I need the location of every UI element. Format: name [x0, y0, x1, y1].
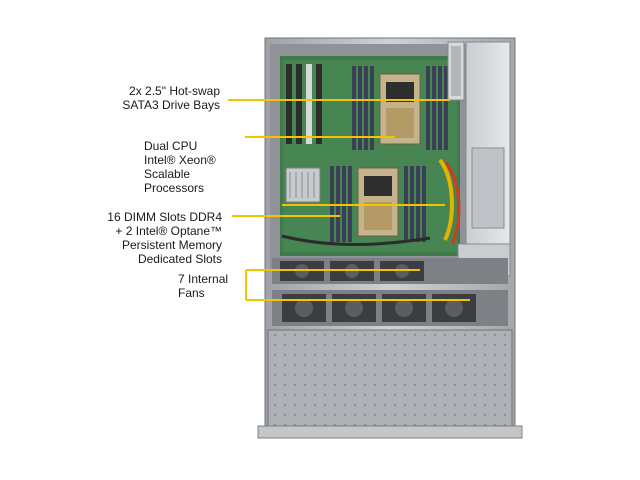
callout-dimm-slots: 16 DIMM Slots DDR4 + 2 Intel® Optane™ Pe… — [107, 210, 222, 266]
callout-drive-bays: 2x 2.5" Hot-swap SATA3 Drive Bays — [122, 84, 220, 112]
power-supply — [457, 41, 511, 277]
dimm-bank-1 — [352, 66, 448, 150]
callout-fans: 7 Internal Fans — [178, 272, 229, 300]
fan-row-lower — [272, 290, 508, 326]
front-drive-cage — [257, 329, 523, 439]
drive-bays — [447, 41, 465, 101]
callout-bracket-fans — [245, 269, 470, 301]
callout-cpu: Dual CPU Intel® Xeon® Scalable Processor… — [144, 139, 216, 195]
cpu-socket-1 — [352, 66, 448, 150]
cables — [281, 158, 461, 246]
callout-lines — [228, 99, 470, 301]
